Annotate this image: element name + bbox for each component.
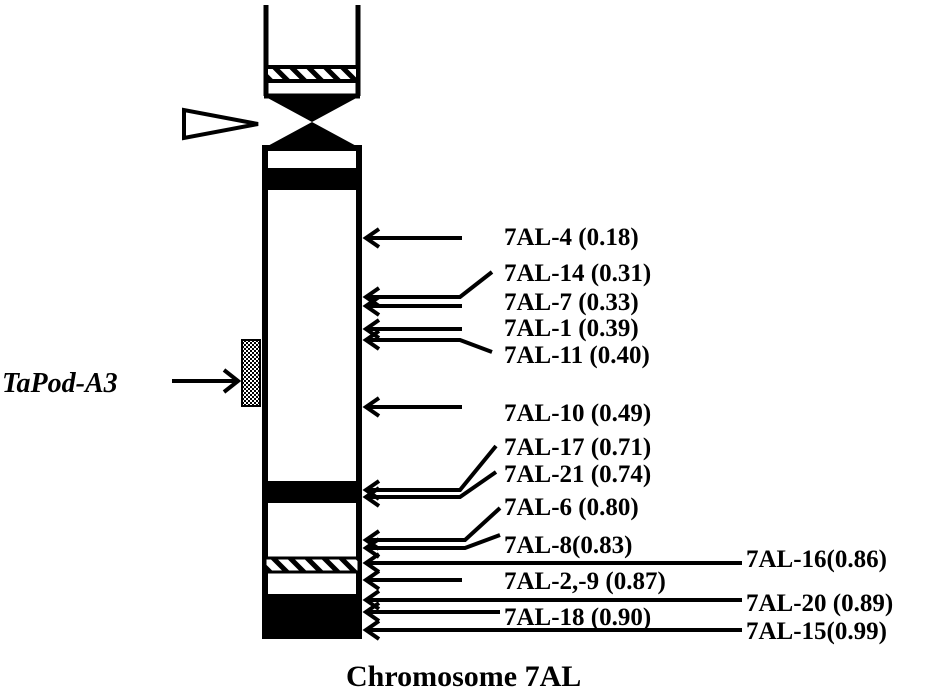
label-7al-20: 7AL-20 (0.89) <box>746 590 893 617</box>
label-7al-6: 7AL-6 (0.80) <box>504 494 639 521</box>
label-7al-10: 7AL-10 (0.49) <box>504 400 651 427</box>
arrow-7al-10-head-icon <box>362 396 381 418</box>
label-7al-2-9: 7AL-2,-9 (0.87) <box>504 568 666 595</box>
arrow-7al-21-head-icon <box>362 486 381 508</box>
arrow-7al-16-head-icon <box>362 552 381 574</box>
arrow-7al-6 <box>366 506 502 542</box>
label-7al-18: 7AL-18 (0.90) <box>504 604 651 631</box>
arrow-7al-4-head-icon <box>362 227 381 249</box>
label-7al-7: 7AL-7 (0.33) <box>504 289 639 316</box>
deletion-line-labels: 7AL-4 (0.18) 7AL-14 (0.31) 7AL-7 (0.33) … <box>504 224 893 645</box>
band-dark-1 <box>265 168 359 190</box>
label-7al-1: 7AL-1 (0.39) <box>504 315 639 342</box>
tapod-a3-arrowhead-icon <box>222 368 242 394</box>
centromere <box>264 96 360 148</box>
arrow-7al-15-head-icon <box>362 619 381 641</box>
arrow-7al-8 <box>366 533 501 550</box>
arrow-7al-14-head-icon <box>362 286 381 308</box>
arrow-7al-7-head-icon <box>362 295 381 317</box>
arrow-7al-18-head-icon <box>362 601 381 623</box>
band-dark-3 <box>265 594 359 636</box>
band-dark-2 <box>265 481 359 503</box>
band-hatched <box>263 556 361 574</box>
short-arm-hatched-band <box>264 65 360 83</box>
label-7al-21: 7AL-21 (0.74) <box>504 461 651 488</box>
arrow-7al-11-head-icon <box>362 329 381 351</box>
arrow-7al-8-head-icon <box>362 537 381 559</box>
label-7al-4: 7AL-4 (0.18) <box>504 224 639 251</box>
gene-label: TaPod-A3 <box>2 368 118 399</box>
arrow-7al-17 <box>366 444 498 492</box>
short-arm <box>263 5 361 99</box>
tapod-a3-locus-box <box>241 339 261 407</box>
arrow-7al-21 <box>366 470 498 499</box>
centromere-arrowhead-icon <box>182 107 259 141</box>
label-7al-11: 7AL-11 (0.40) <box>504 342 650 369</box>
label-7al-14: 7AL-14 (0.31) <box>504 260 651 287</box>
label-7al-17: 7AL-17 (0.71) <box>504 434 651 461</box>
arrow-7al-11 <box>366 338 493 354</box>
long-arm <box>262 145 362 639</box>
arrow-7al-2-9-head-icon <box>362 569 381 591</box>
arrow-7al-14 <box>366 270 494 299</box>
label-7al-8: 7AL-8(0.83) <box>504 532 632 559</box>
label-7al-16: 7AL-16(0.86) <box>746 546 887 573</box>
deletion-breakpoint-arrows <box>362 227 742 641</box>
diagram-caption: Chromosome 7AL <box>346 660 581 693</box>
label-7al-15: 7AL-15(0.99) <box>746 618 887 645</box>
